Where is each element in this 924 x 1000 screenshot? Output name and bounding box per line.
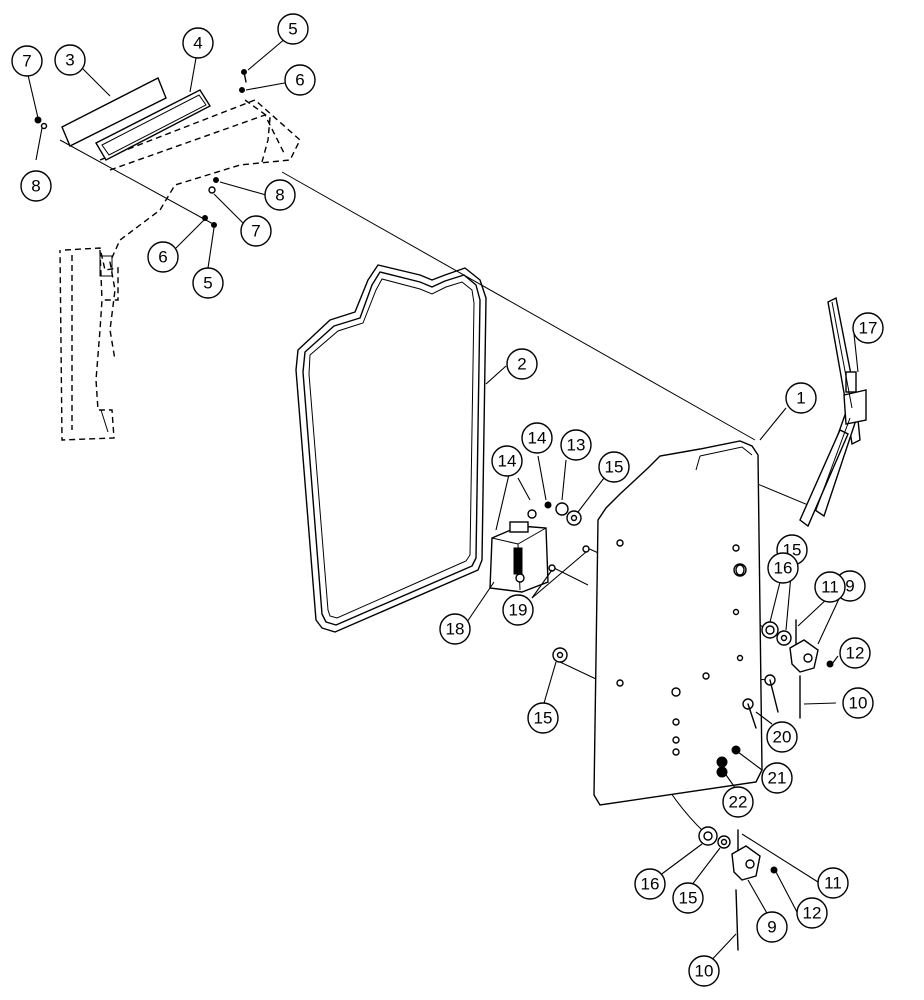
callout-3: 3 — [54, 44, 86, 76]
callout-8-right-label: 8 — [275, 186, 284, 205]
callout-4-label: 4 — [193, 34, 202, 53]
callout-15-c: 15 — [527, 702, 559, 734]
callout-8-left: 8 — [20, 170, 52, 202]
callout-11-lower: 11 — [817, 867, 849, 899]
callout-7-left-label: 7 — [22, 52, 31, 71]
callout-16-upper: 16 — [767, 552, 799, 584]
washer-reservoir — [489, 509, 549, 593]
callout-5-top-label: 5 — [288, 20, 297, 39]
callout-11-upper: 11 — [814, 571, 846, 603]
callout-1: 1 — [785, 382, 817, 414]
callout-13: 13 — [560, 429, 592, 461]
callout-1-label: 1 — [796, 389, 805, 408]
window-glass — [61, 77, 167, 147]
callout-22: 22 — [722, 786, 754, 818]
callout-14-lower: 14 — [491, 445, 523, 477]
callout-9-lower: 9 — [756, 911, 788, 943]
callout-18: 18 — [439, 613, 471, 645]
callout-5-top: 5 — [277, 13, 309, 45]
glass-seal — [95, 89, 211, 161]
callout-12-lower: 12 — [796, 897, 828, 929]
callout-10-lower-label: 10 — [695, 962, 714, 981]
hardware-upper — [34, 69, 247, 228]
callout-9-upper-label: 9 — [845, 577, 854, 596]
callout-12-upper: 12 — [839, 637, 871, 669]
callout-16-lower-label: 16 — [641, 875, 660, 894]
callout-3-label: 3 — [65, 51, 74, 70]
callout-15-d-label: 15 — [679, 889, 698, 908]
callout-20-label: 20 — [773, 728, 792, 747]
callout-21-label: 21 — [768, 769, 787, 788]
lower-hinge — [698, 826, 778, 951]
callout-6-top-label: 6 — [295, 71, 304, 90]
callout-8-left-label: 8 — [31, 177, 40, 196]
callout-18-label: 18 — [446, 620, 465, 639]
door-seal — [295, 264, 487, 633]
callout-15-d: 15 — [672, 882, 704, 914]
callout-20: 20 — [766, 721, 798, 753]
callout-15-c-label: 15 — [534, 709, 553, 728]
callout-6-bottom-label: 6 — [158, 248, 167, 267]
callout-17: 17 — [852, 312, 884, 344]
callout-10-upper-label: 10 — [849, 694, 868, 713]
callout-11-upper-label: 11 — [821, 578, 839, 597]
callout-21: 21 — [761, 762, 793, 794]
callout-7-right-label: 7 — [251, 222, 260, 241]
callout-10-upper: 10 — [842, 687, 874, 719]
callout-19: 19 — [502, 594, 534, 626]
callout-19-label: 19 — [509, 601, 528, 620]
callout-14-upper: 14 — [521, 422, 553, 454]
door-panel — [593, 440, 763, 806]
callout-15-a-label: 15 — [605, 458, 624, 477]
callout-7-right: 7 — [240, 215, 272, 247]
callout-11-lower-label: 11 — [824, 874, 842, 893]
callout-5-bottom: 5 — [192, 267, 224, 299]
callout-22-label: 22 — [729, 793, 748, 812]
callout-14-upper-label: 14 — [528, 429, 547, 448]
callout-7-left: 7 — [11, 45, 43, 77]
callout-15-a: 15 — [598, 451, 630, 483]
reservoir-hardware — [544, 501, 590, 663]
callout-12-upper-label: 12 — [846, 644, 865, 663]
callout-14-lower-label: 14 — [498, 452, 517, 471]
callout-2-label: 2 — [517, 355, 526, 374]
callout-6-top: 6 — [284, 64, 316, 96]
callout-8-right: 8 — [264, 179, 296, 211]
callout-12-lower-label: 12 — [803, 904, 822, 923]
leader-lines — [27, 37, 859, 967]
callout-9-lower-label: 9 — [767, 918, 776, 937]
callout-2: 2 — [506, 348, 538, 380]
callout-16-upper-label: 16 — [774, 559, 793, 578]
callout-17-label: 17 — [859, 319, 878, 338]
callout-5-bottom-label: 5 — [203, 274, 212, 293]
callout-6-bottom: 6 — [147, 241, 179, 273]
cab-frame-outline — [59, 99, 301, 441]
callout-10-lower: 10 — [688, 955, 720, 987]
callout-4: 4 — [182, 27, 214, 59]
callout-13-label: 13 — [567, 436, 586, 455]
callout-16-lower: 16 — [634, 868, 666, 900]
upper-hinge — [742, 619, 834, 729]
wiper-assembly — [799, 296, 867, 528]
